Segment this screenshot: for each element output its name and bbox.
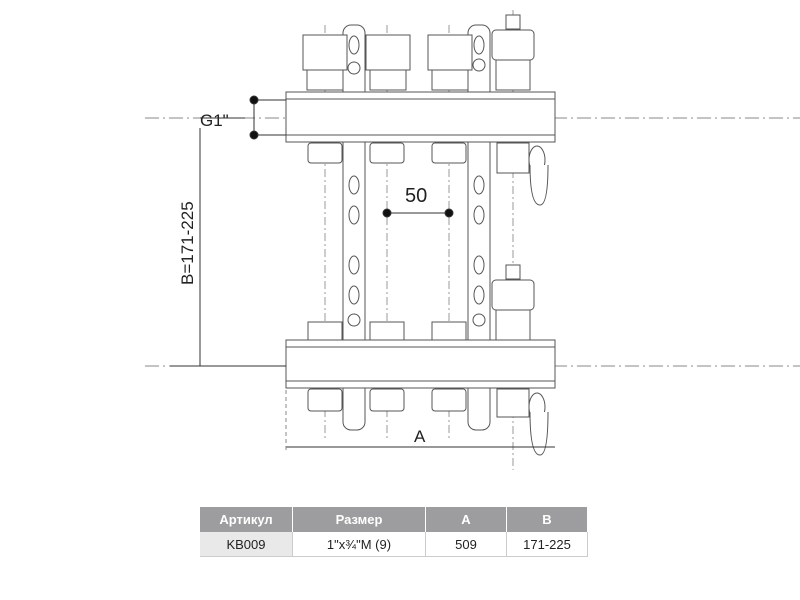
cell-article: KB009 bbox=[200, 532, 293, 557]
g-label: G1" bbox=[200, 111, 229, 130]
g-dimension bbox=[200, 95, 286, 140]
header-size: Размер bbox=[292, 507, 426, 532]
bottom-pipe bbox=[285, 339, 556, 389]
header-article: Артикул bbox=[200, 507, 293, 532]
b-dimension bbox=[170, 128, 286, 367]
a-label: A bbox=[414, 427, 426, 446]
spec-table: Артикул Размер A B KB009 1"x¾"M (9) 509 … bbox=[200, 507, 588, 557]
spacing-dimension bbox=[382, 208, 454, 218]
cell-b: 171-225 bbox=[506, 532, 588, 557]
valve-knobs bbox=[302, 14, 535, 91]
cell-a: 509 bbox=[425, 532, 507, 557]
header-a: A bbox=[425, 507, 507, 532]
header-b: B bbox=[506, 507, 588, 532]
spacing-label: 50 bbox=[405, 185, 427, 207]
bottom-fittings bbox=[307, 264, 549, 456]
top-pipe bbox=[285, 91, 556, 143]
b-label: B=171-225 bbox=[178, 201, 197, 285]
top-outlets bbox=[307, 142, 549, 206]
cell-size: 1"x¾"M (9) bbox=[292, 532, 426, 557]
table-header-row: Артикул Размер A B bbox=[200, 507, 588, 532]
table-row: KB009 1"x¾"M (9) 509 171-225 bbox=[200, 532, 588, 557]
